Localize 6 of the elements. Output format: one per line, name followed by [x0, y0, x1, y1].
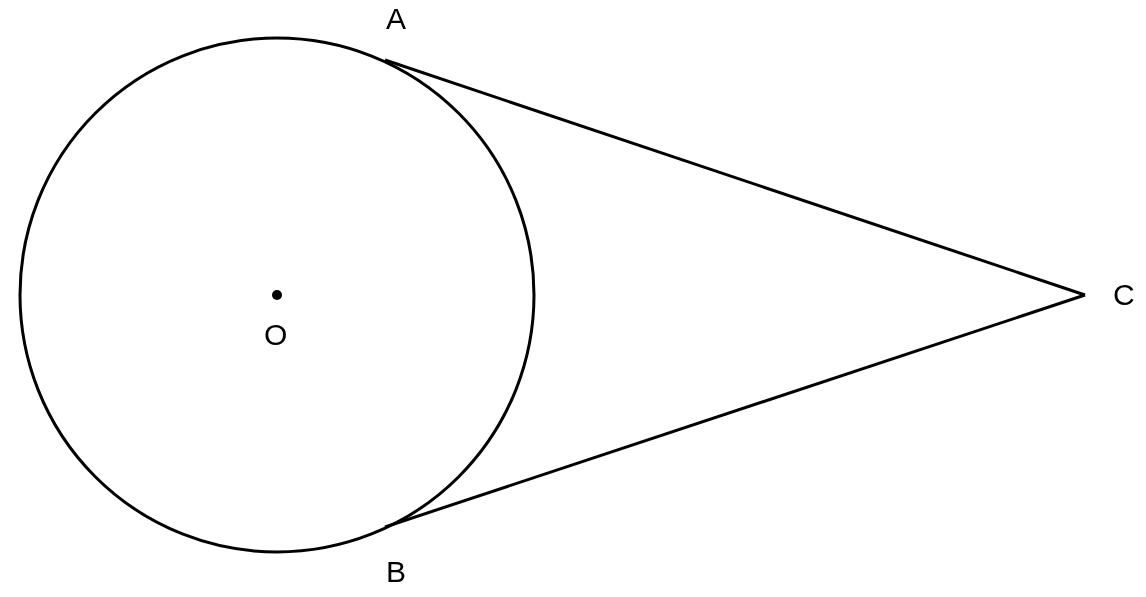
- tangent-line: [384, 293, 1086, 529]
- tangent-line: [384, 58, 1086, 297]
- point-label: B: [386, 557, 406, 587]
- point-label: O: [264, 320, 288, 350]
- point-label: A: [386, 4, 406, 34]
- point-label: C: [1113, 280, 1135, 310]
